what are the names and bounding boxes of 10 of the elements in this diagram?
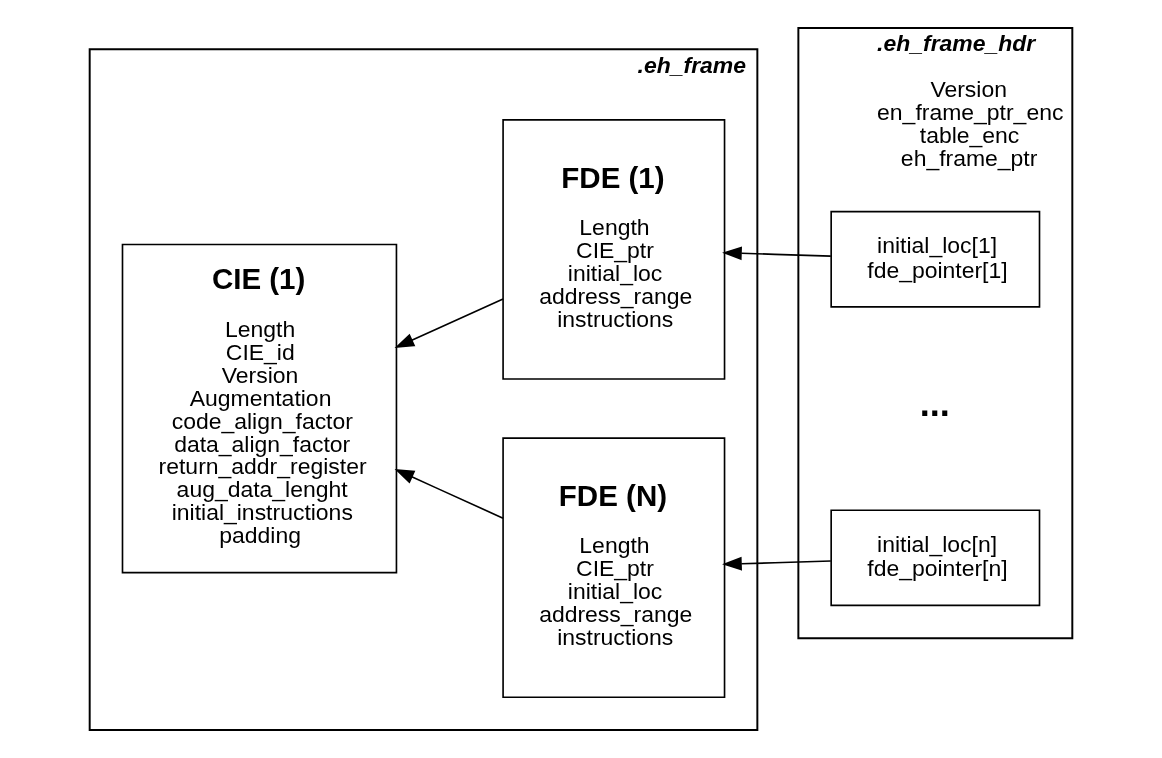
label: ... [919, 383, 950, 425]
arrow [722, 556, 832, 571]
node-box: FDE (1) Length CIE_ptr initial_loc address_range instructions [502, 119, 726, 380]
node-box: CIE (1) Length CIE_id Version Augmentation code_align_factor data_align_factor return_addr_register aug_data_lenght initial_instructions padding [121, 243, 398, 574]
node-box: initial_loc[n] fde_pointer[n] [830, 509, 1041, 607]
node-box: initial_loc[1] fde_pointer[1] [830, 210, 1041, 308]
node-box: FDE (N) Length CIE_ptr initial_loc address_range instructions [502, 437, 726, 699]
arrow [722, 246, 832, 261]
arrow [394, 469, 504, 519]
arrow [394, 298, 504, 349]
